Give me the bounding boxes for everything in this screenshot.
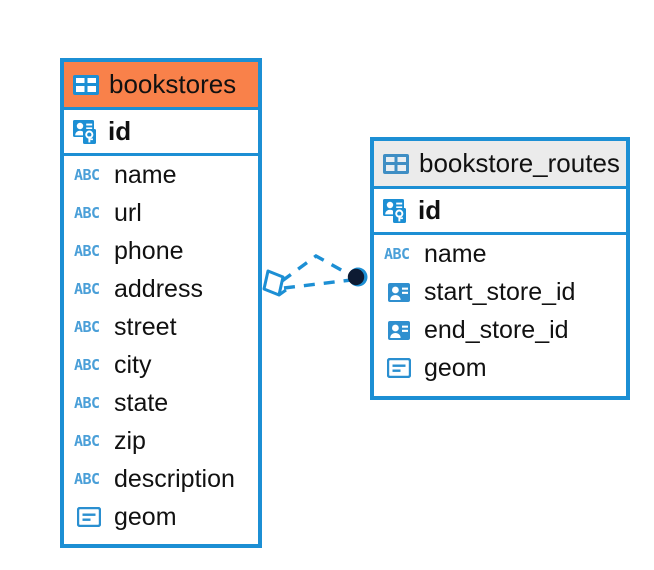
primary-key-row[interactable]: id — [374, 189, 626, 235]
field-row[interactable]: geom — [374, 349, 626, 387]
table-icon — [383, 153, 409, 174]
primary-key-label: id — [108, 116, 132, 146]
field-row[interactable]: ABC url — [64, 194, 258, 232]
abc-icon: ABC — [74, 431, 100, 450]
field-label: end_store_id — [424, 315, 569, 344]
field-row[interactable]: ABC zip — [64, 422, 258, 460]
primary-key-icon — [73, 119, 99, 145]
field-label: name — [114, 160, 177, 189]
filled-circle-marker — [347, 268, 365, 286]
entity-title: bookstores — [109, 69, 237, 99]
relationship-line-lower — [283, 278, 352, 290]
field-label: start_store_id — [424, 277, 576, 306]
abc-icon: ABC — [74, 355, 100, 374]
field-row[interactable]: ABC address — [64, 270, 258, 308]
diamond-marker — [262, 269, 285, 297]
table-icon — [73, 74, 99, 95]
field-label: city — [114, 350, 152, 379]
foreign-key-icon — [384, 320, 414, 340]
field-row[interactable]: ABC name — [374, 235, 626, 273]
entity-table-bookstore-routes[interactable]: bookstore_routes id ABC name — [370, 137, 630, 400]
field-label: geom — [424, 353, 487, 382]
field-label: state — [114, 388, 169, 417]
field-label: street — [114, 312, 177, 341]
field-row[interactable]: ABC street — [64, 308, 258, 346]
abc-icon: ABC — [74, 241, 100, 260]
field-row[interactable]: ABC name — [64, 156, 258, 194]
field-label: description — [114, 464, 235, 493]
field-label: name — [424, 239, 487, 268]
field-row[interactable]: ABC phone — [64, 232, 258, 270]
geometry-icon — [384, 358, 414, 378]
field-row[interactable]: ABC description — [64, 460, 258, 498]
foreign-key-icon — [384, 282, 414, 302]
field-row[interactable]: geom — [64, 498, 258, 536]
entity-header-bookstore-routes[interactable]: bookstore_routes — [374, 141, 626, 189]
abc-icon: ABC — [384, 244, 410, 263]
primary-key-icon — [383, 198, 409, 224]
field-label: zip — [114, 426, 146, 455]
field-row[interactable]: ABC state — [64, 384, 258, 422]
abc-icon: ABC — [74, 393, 100, 412]
entity-table-bookstores[interactable]: bookstores id ABC name — [60, 58, 262, 548]
field-label: url — [114, 198, 142, 227]
primary-key-row[interactable]: id — [64, 110, 258, 156]
primary-key-label: id — [418, 195, 442, 225]
abc-icon: ABC — [74, 203, 100, 222]
geometry-icon — [74, 507, 104, 527]
field-label: geom — [114, 502, 177, 531]
abc-icon: ABC — [74, 317, 100, 336]
field-row[interactable]: start_store_id — [374, 273, 626, 311]
entity-title: bookstore_routes — [419, 148, 620, 178]
relationship-line-upper — [280, 253, 353, 283]
field-row[interactable]: ABC city — [64, 346, 258, 384]
entity-header-bookstores[interactable]: bookstores — [64, 62, 258, 110]
filled-circle-marker-halo — [348, 267, 368, 287]
diamond-marker-notch — [278, 288, 287, 297]
abc-icon: ABC — [74, 165, 100, 184]
field-label: address — [114, 274, 203, 303]
abc-icon: ABC — [74, 279, 100, 298]
abc-icon: ABC — [74, 469, 100, 488]
field-row[interactable]: end_store_id — [374, 311, 626, 349]
field-label: phone — [114, 236, 184, 265]
